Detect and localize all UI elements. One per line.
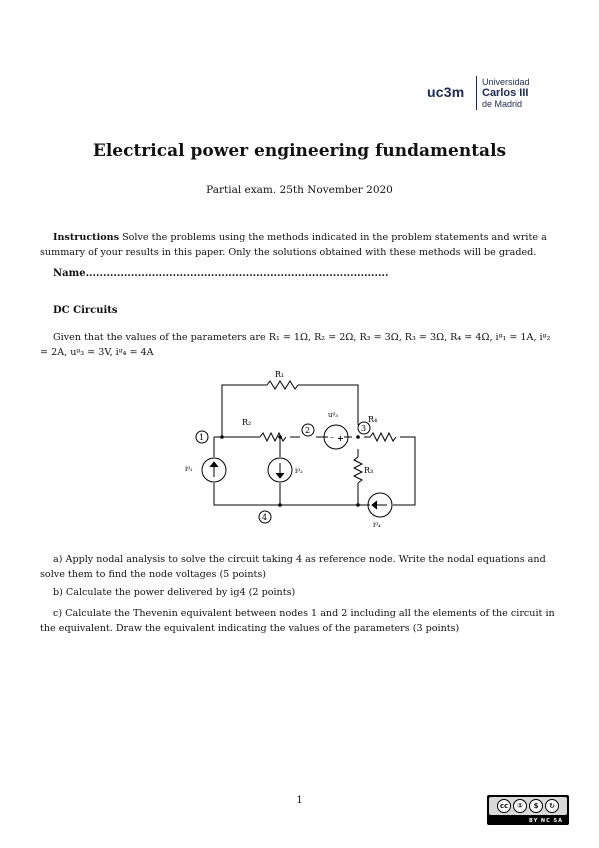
question-c: c) Calculate the Thevenin equivalent bet… xyxy=(40,608,555,634)
ug3-label: uᵍ₃ xyxy=(328,411,338,419)
node-4-label: 4 xyxy=(262,513,267,522)
node-1-label: 1 xyxy=(199,433,204,442)
ig4-current-source xyxy=(367,492,393,518)
circuit-diagram: R₁ R₂ R₄ R₃ uᵍ₃ – + iᵍ₁ iᵍ₂ iᵍ₄ 1 2 3 4 xyxy=(185,370,416,529)
node-2-marker xyxy=(301,423,315,437)
node-3-label: 3 xyxy=(361,424,366,433)
logo-line-1: Universidad xyxy=(482,77,530,87)
r1-label: R₁ xyxy=(275,370,284,379)
r1-resistor xyxy=(266,380,299,390)
r3-resistor xyxy=(352,456,364,484)
page-number: 1 xyxy=(296,795,303,806)
r2-resistor xyxy=(259,431,287,443)
logo-divider xyxy=(476,76,477,110)
cc-license-badge: cc ① $ ↻ BY NC SA xyxy=(487,795,569,825)
r4-resistor xyxy=(369,431,397,443)
r3-label: R₃ xyxy=(364,466,373,475)
ig4-label: iᵍ₄ xyxy=(373,521,381,529)
r4-label: R₄ xyxy=(368,415,377,424)
ig2-current-source xyxy=(267,457,293,483)
license-labels: BY NC SA xyxy=(529,818,563,824)
question-b: b) Calculate the power delivered by ig4 … xyxy=(53,587,296,598)
name-field-line: Name....................................… xyxy=(53,268,389,279)
given-parameters: Given that the values of the parameters … xyxy=(40,332,551,358)
node-3-marker xyxy=(357,421,371,435)
ug3-plus: + xyxy=(337,433,344,443)
sa-icon: ↻ xyxy=(545,799,559,813)
node-4-marker xyxy=(258,510,272,524)
ig1-label: iᵍ₁ xyxy=(185,465,193,473)
cc-icon: cc xyxy=(497,799,511,813)
section-title: DC Circuits xyxy=(53,305,118,316)
document-title: Electrical power engineering fundamental… xyxy=(92,141,507,161)
ig2-label: iᵍ₂ xyxy=(295,467,303,475)
document-subtitle: Partial exam. 25th November 2020 xyxy=(206,184,393,196)
ig1-current-source xyxy=(201,457,227,483)
by-icon: ① xyxy=(513,799,527,813)
logo-line-3: de Madrid xyxy=(482,99,523,109)
instructions-paragraph: Instructions Solve the problems using th… xyxy=(40,230,560,260)
instructions-text: Solve the problems using the methods ind… xyxy=(40,232,547,258)
nc-icon: $ xyxy=(529,799,543,813)
question-a: a) Apply nodal analysis to solve the cir… xyxy=(40,554,546,580)
logo-line-2: Carlos III xyxy=(482,87,529,99)
uc3m-logo-short: uc3m xyxy=(427,84,465,100)
node-1-marker xyxy=(195,430,209,444)
ug3-voltage-source xyxy=(323,424,349,450)
university-logo: Universidad Carlos III de Madrid xyxy=(482,77,530,109)
instructions-label: Instructions xyxy=(53,232,120,243)
r2-label: R₂ xyxy=(242,418,251,427)
node-2-label: 2 xyxy=(305,426,310,435)
ug3-minus: – xyxy=(330,433,334,442)
